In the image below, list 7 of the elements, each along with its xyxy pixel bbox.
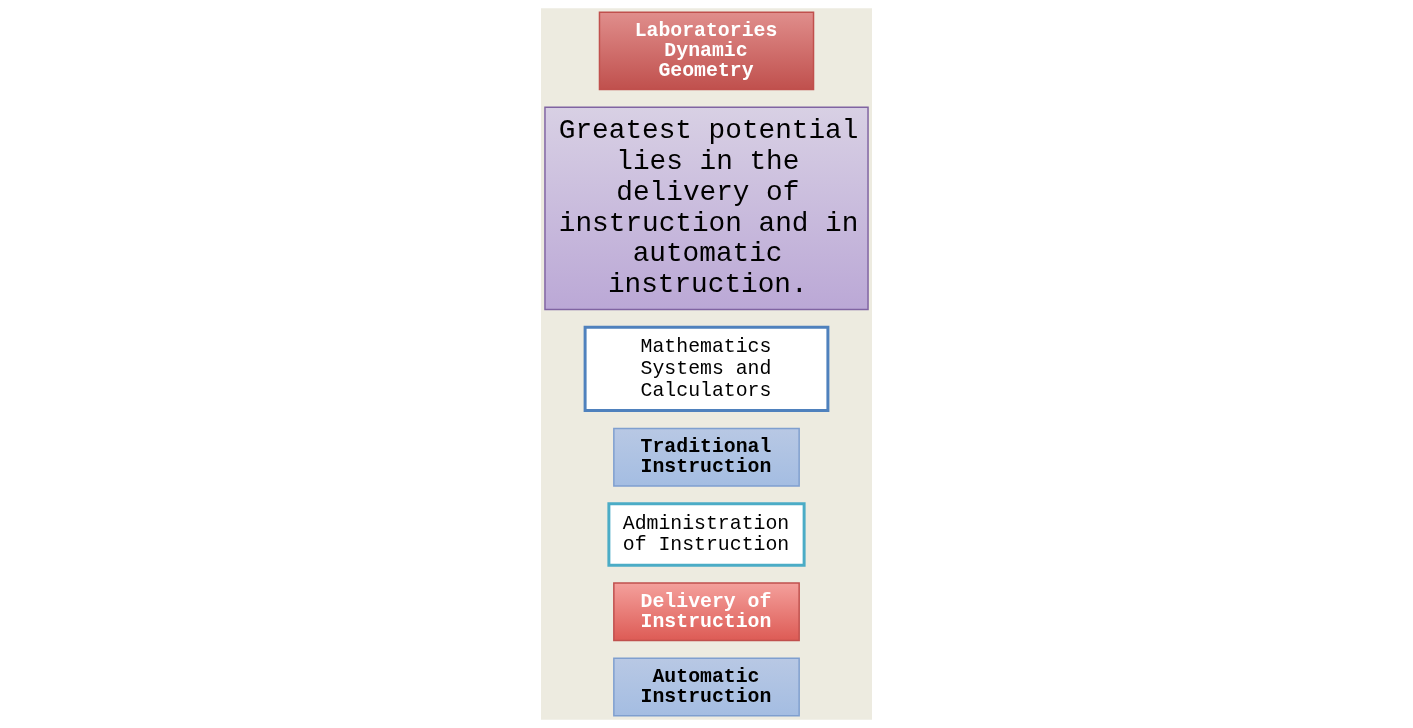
node-box: Automatic Instruction xyxy=(613,657,800,717)
node-box: Traditional Instruction xyxy=(613,427,800,487)
node-box: Delivery of Instruction xyxy=(613,582,800,642)
node-box: Administration of Instruction xyxy=(607,502,806,567)
node-box: Mathematics Systems and Calculators xyxy=(583,325,830,413)
node-box: Greatest potential lies in the delivery of instruction and in automatic instruction. xyxy=(544,106,869,311)
node-box: Laboratories Dynamic Geometry xyxy=(598,11,815,91)
